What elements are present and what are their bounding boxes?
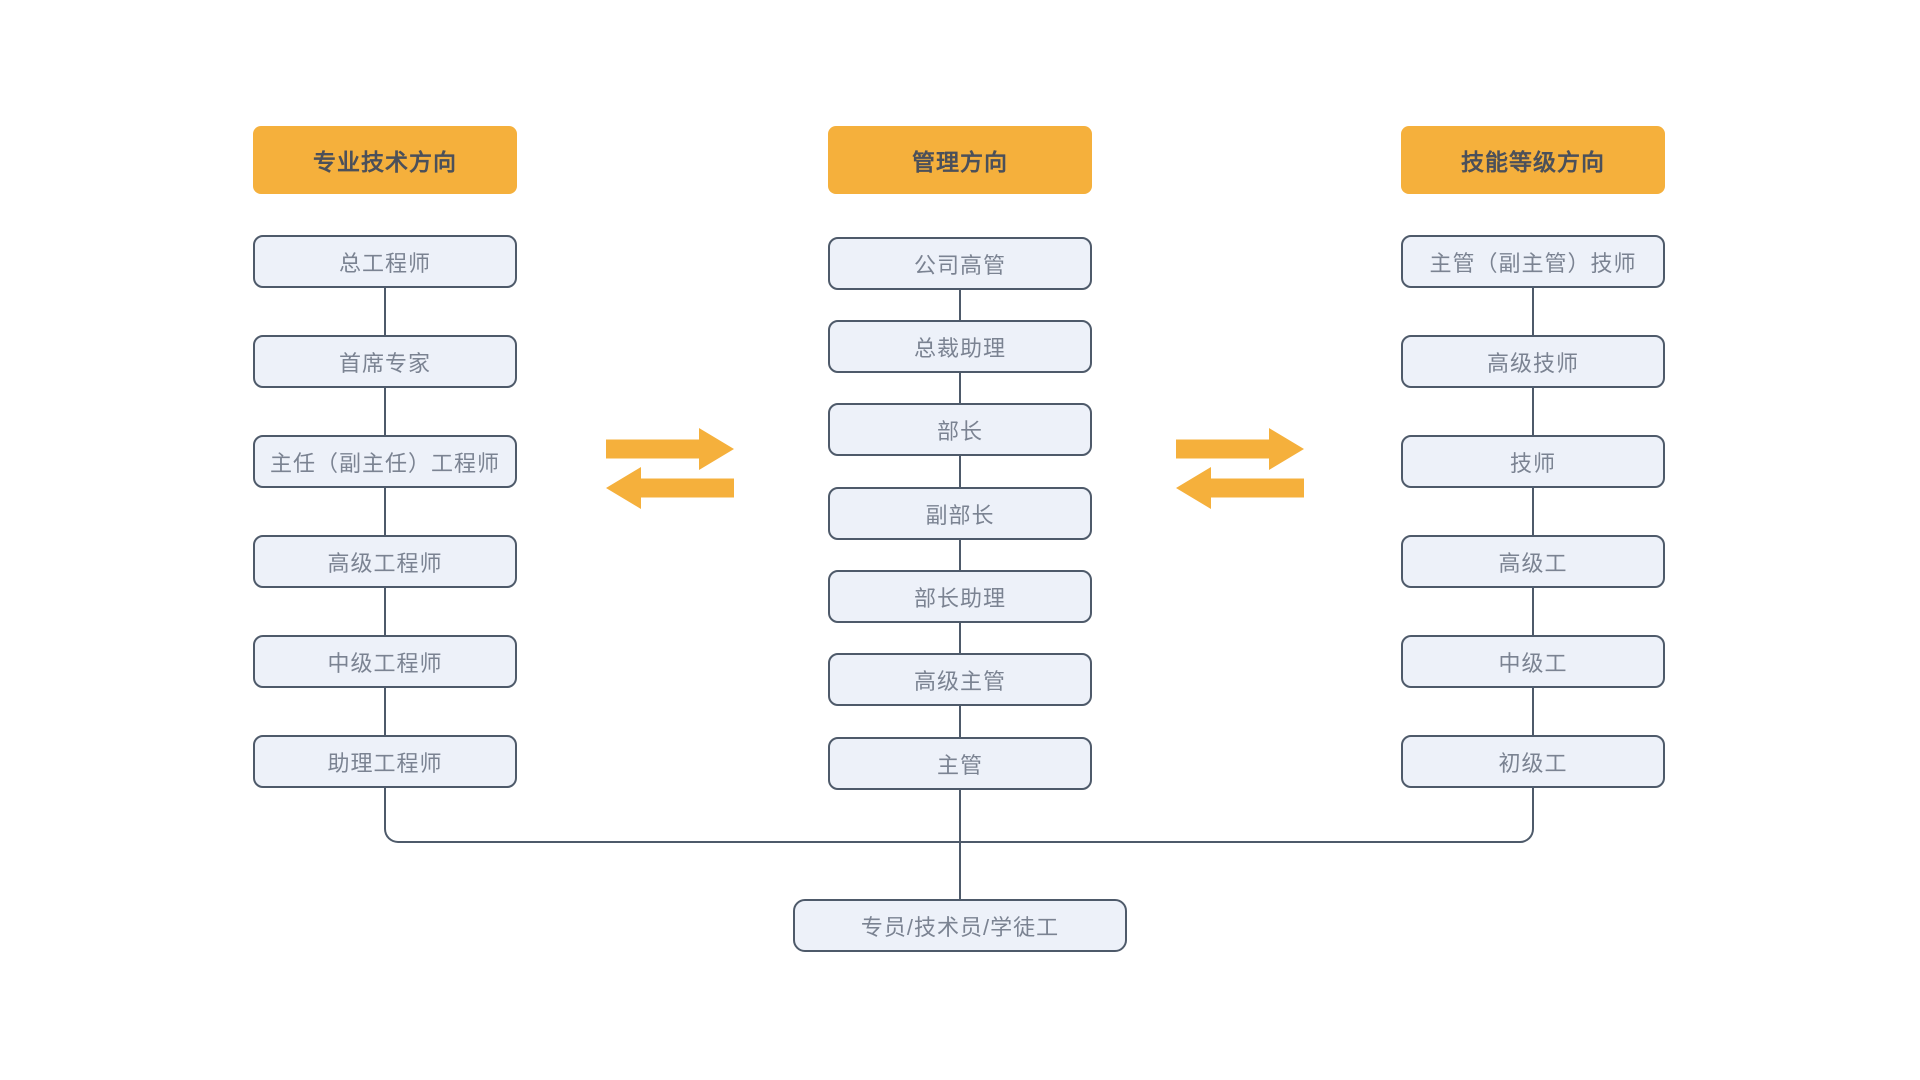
- node-box: 中级工程师: [253, 635, 517, 688]
- node-box: 首席专家: [253, 335, 517, 388]
- node-box-base: 专员/技术员/学徒工: [793, 899, 1127, 952]
- bidirectional-arrow-icon: [1176, 428, 1304, 509]
- node-box: 总裁助理: [828, 320, 1092, 373]
- node-box: 中级工: [1401, 635, 1665, 688]
- connector-line: [1532, 488, 1534, 535]
- connector-line: [384, 288, 386, 335]
- column-header-management: 管理方向: [828, 126, 1092, 194]
- node-box: 技师: [1401, 435, 1665, 488]
- connector-line: [959, 290, 961, 320]
- connector-line: [384, 388, 386, 435]
- connector-line: [959, 790, 961, 899]
- connector-line: [384, 488, 386, 535]
- node-box: 主任（副主任）工程师: [253, 435, 517, 488]
- column-header-skill-level: 技能等级方向: [1401, 126, 1665, 194]
- connector-line: [959, 540, 961, 570]
- column-header-professional: 专业技术方向: [253, 126, 517, 194]
- node-box: 总工程师: [253, 235, 517, 288]
- connector-line: [1532, 588, 1534, 635]
- connector-line: [959, 373, 961, 403]
- connector-line: [959, 623, 961, 653]
- node-box: 公司高管: [828, 237, 1092, 290]
- node-box: 主管（副主管）技师: [1401, 235, 1665, 288]
- bidirectional-arrow-icon: [606, 428, 734, 509]
- node-box: 主管: [828, 737, 1092, 790]
- node-box: 高级主管: [828, 653, 1092, 706]
- connector-line: [1532, 288, 1534, 335]
- connector-line: [959, 456, 961, 487]
- connector-elbow-right: [960, 787, 1534, 843]
- node-box: 部长: [828, 403, 1092, 456]
- node-box: 高级工程师: [253, 535, 517, 588]
- connector-line: [959, 706, 961, 737]
- node-box: 部长助理: [828, 570, 1092, 623]
- connector-line: [384, 688, 386, 735]
- node-box: 高级技师: [1401, 335, 1665, 388]
- node-box: 副部长: [828, 487, 1092, 540]
- node-box: 高级工: [1401, 535, 1665, 588]
- connector-line: [384, 588, 386, 635]
- connector-elbow-left: [384, 787, 960, 843]
- node-box: 助理工程师: [253, 735, 517, 788]
- node-box: 初级工: [1401, 735, 1665, 788]
- connector-line: [1532, 388, 1534, 435]
- connector-line: [1532, 688, 1534, 735]
